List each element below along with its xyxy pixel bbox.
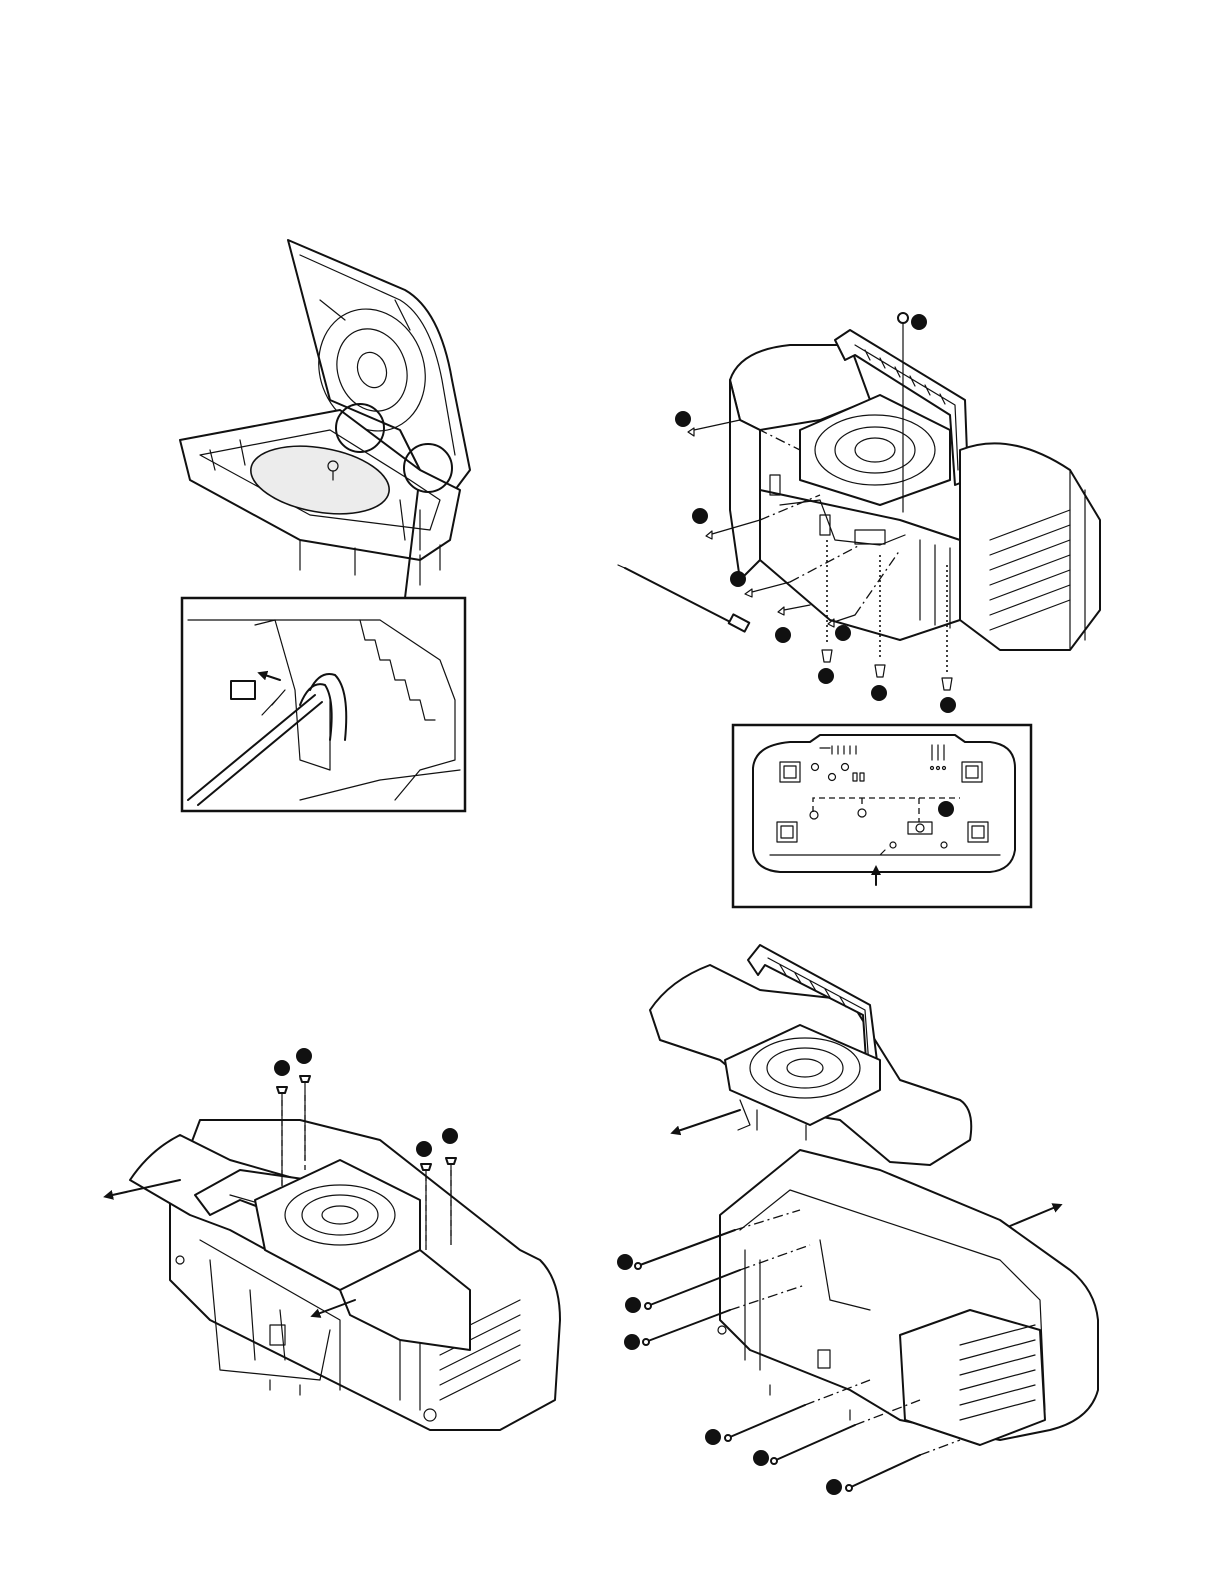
marker <box>274 1060 290 1076</box>
boombox-rear-screws-illustration <box>618 313 1100 690</box>
marker <box>911 314 927 330</box>
marker <box>692 508 708 524</box>
marker <box>730 571 746 587</box>
marker <box>617 1254 633 1270</box>
marker <box>416 1141 432 1157</box>
marker <box>826 1479 842 1495</box>
marker <box>775 627 791 643</box>
top-cabinet-removal-illustration <box>108 1076 560 1430</box>
hinge-detail-box <box>182 598 465 811</box>
marker <box>871 685 887 701</box>
cabinet-separation-illustration <box>635 945 1098 1491</box>
boombox-bottom-view-illustration <box>733 725 1031 907</box>
marker <box>675 411 691 427</box>
marker <box>442 1128 458 1144</box>
marker <box>296 1048 312 1064</box>
marker <box>625 1297 641 1313</box>
marker <box>818 668 834 684</box>
marker <box>624 1334 640 1350</box>
marker <box>835 625 851 641</box>
marker <box>938 801 954 817</box>
cd-lid-hinge-illustration <box>180 240 470 598</box>
marker <box>705 1429 721 1445</box>
marker <box>940 697 956 713</box>
marker <box>753 1450 769 1466</box>
